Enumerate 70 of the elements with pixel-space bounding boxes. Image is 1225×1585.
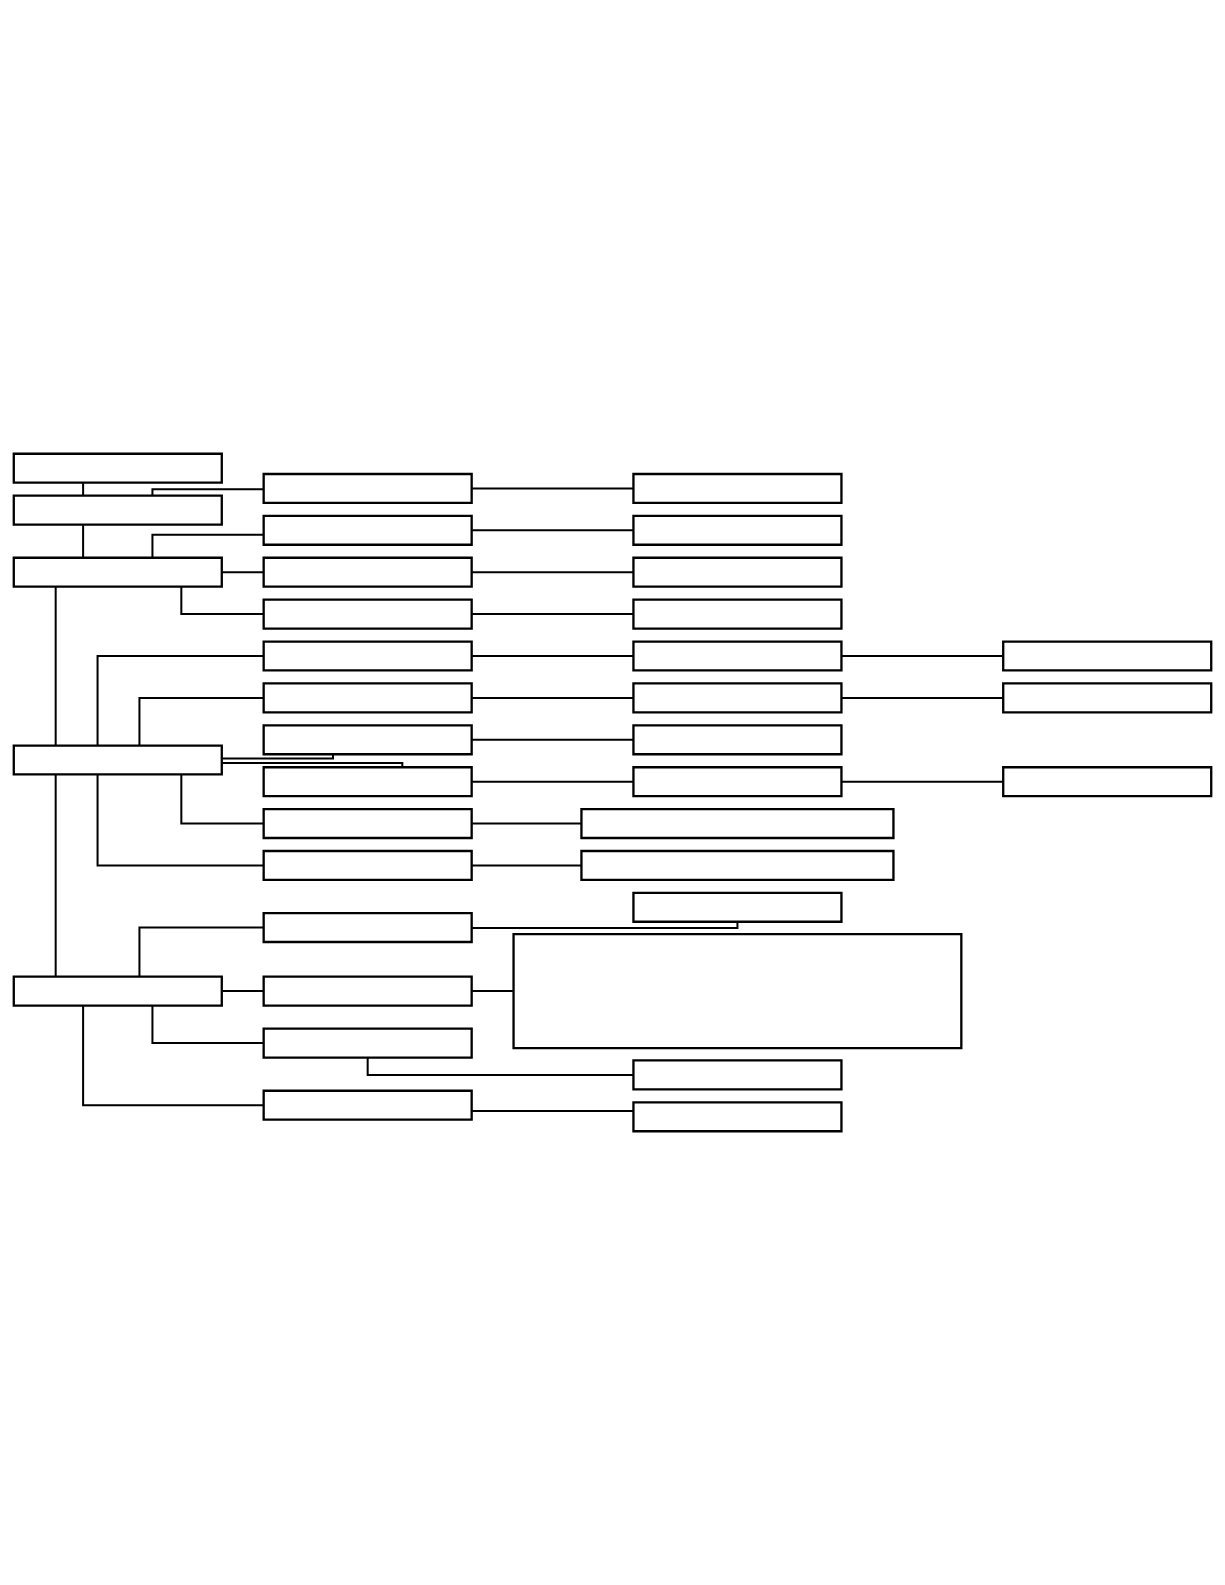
node-box — [262, 556, 473, 588]
node-box — [262, 1089, 473, 1121]
node-box — [632, 682, 843, 714]
node-box — [262, 598, 473, 630]
connector — [841, 696, 1003, 699]
connector — [472, 738, 634, 741]
connector — [472, 571, 634, 574]
node-box — [632, 472, 843, 505]
node-box — [632, 1101, 843, 1133]
connector — [180, 586, 264, 616]
connector — [82, 1005, 264, 1107]
node-box — [1002, 640, 1213, 672]
node-box — [12, 744, 223, 776]
connector — [96, 774, 264, 867]
connector — [96, 655, 264, 746]
node-box — [632, 556, 843, 588]
node-box — [580, 849, 895, 882]
node-box — [1002, 766, 1213, 798]
node-box — [632, 1059, 843, 1091]
connector — [138, 696, 264, 745]
connector — [222, 754, 334, 760]
node-box — [12, 975, 223, 1007]
node-box — [580, 807, 895, 840]
connector — [472, 921, 739, 929]
connector — [472, 1110, 634, 1112]
connector — [841, 655, 1003, 657]
node-box — [632, 598, 843, 630]
node-box — [262, 766, 473, 798]
node-box — [632, 514, 843, 546]
connector — [472, 487, 634, 490]
node-box — [262, 682, 473, 714]
connector — [472, 780, 634, 783]
connector — [82, 482, 85, 496]
node-box — [632, 640, 843, 672]
node-box — [262, 1027, 473, 1059]
connector — [472, 655, 634, 657]
node-box — [12, 452, 223, 484]
connector — [366, 1057, 633, 1076]
node-box — [262, 849, 473, 882]
node-box — [262, 514, 473, 546]
connector — [841, 780, 1003, 783]
connector — [82, 525, 85, 558]
node-box — [632, 891, 843, 923]
node-box — [632, 724, 843, 756]
connector — [151, 1005, 264, 1045]
connector — [221, 990, 264, 993]
connector — [54, 586, 57, 746]
connector — [180, 774, 264, 825]
node-box — [262, 911, 473, 944]
connector — [54, 774, 57, 977]
node-box — [262, 807, 473, 840]
connector — [472, 696, 634, 699]
connector — [151, 488, 264, 496]
connector — [138, 926, 264, 977]
connector — [222, 761, 404, 767]
node-box — [512, 932, 963, 1050]
connector — [472, 822, 582, 825]
node-box — [262, 724, 473, 756]
node-box — [262, 640, 473, 672]
node-box — [1002, 682, 1213, 714]
node-box — [262, 472, 473, 505]
node-box — [12, 494, 223, 526]
connector — [472, 613, 634, 616]
node-box — [12, 556, 223, 588]
connector — [472, 990, 513, 993]
connector — [472, 529, 634, 532]
connector — [472, 864, 582, 867]
node-box — [632, 766, 843, 798]
node-box — [262, 975, 473, 1007]
connector — [221, 571, 264, 574]
